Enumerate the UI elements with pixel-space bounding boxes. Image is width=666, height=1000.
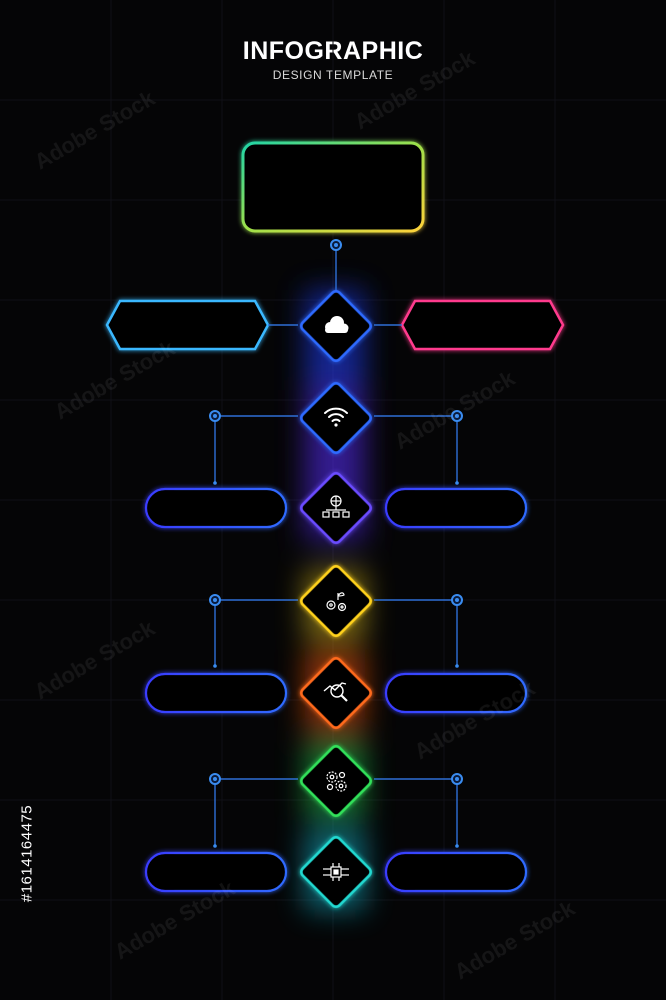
watermark-text: Adobe Stock (450, 895, 580, 984)
pill-box-right-2 (384, 672, 528, 714)
pill-box-left-2 (144, 672, 288, 714)
pill-box-right-1 (384, 487, 528, 529)
growth-gears-icon (326, 592, 347, 612)
network-icon (322, 495, 350, 518)
watermark-text: Adobe Stock (30, 85, 160, 174)
right-hexagon-box (400, 299, 565, 351)
branch-dots (209, 410, 463, 785)
watermark-text: Adobe Stock (50, 335, 180, 424)
stock-id-text: #1614164475 (18, 804, 36, 903)
pill-box-left-3 (144, 851, 288, 893)
watermark-text: Adobe Stock (390, 365, 520, 454)
watermark-text: Adobe Stock (30, 615, 160, 704)
chip-icon (323, 863, 349, 881)
top-text-box (241, 141, 425, 233)
search-chart-icon (323, 682, 348, 702)
diamond-node-growth-gears (300, 565, 372, 637)
diamond-node-gears (300, 745, 372, 817)
diamond-node-search-chart (300, 657, 372, 729)
left-hexagon-box (105, 299, 270, 351)
diamond-node-wifi (300, 382, 372, 454)
pill-box-right-3 (384, 851, 528, 893)
connector-dot-center (334, 243, 338, 247)
stock-id-vertical: #1614164475 (12, 760, 36, 950)
branch-dot-centers (213, 414, 459, 781)
pill-box-left-1 (144, 487, 288, 529)
pill-boxes (144, 487, 528, 893)
cloud-icon (325, 316, 349, 333)
gears-icon (326, 771, 347, 792)
watermark-text: Adobe Stock (350, 45, 480, 134)
wifi-icon (324, 407, 348, 427)
branch-arrow-ends (213, 481, 459, 848)
